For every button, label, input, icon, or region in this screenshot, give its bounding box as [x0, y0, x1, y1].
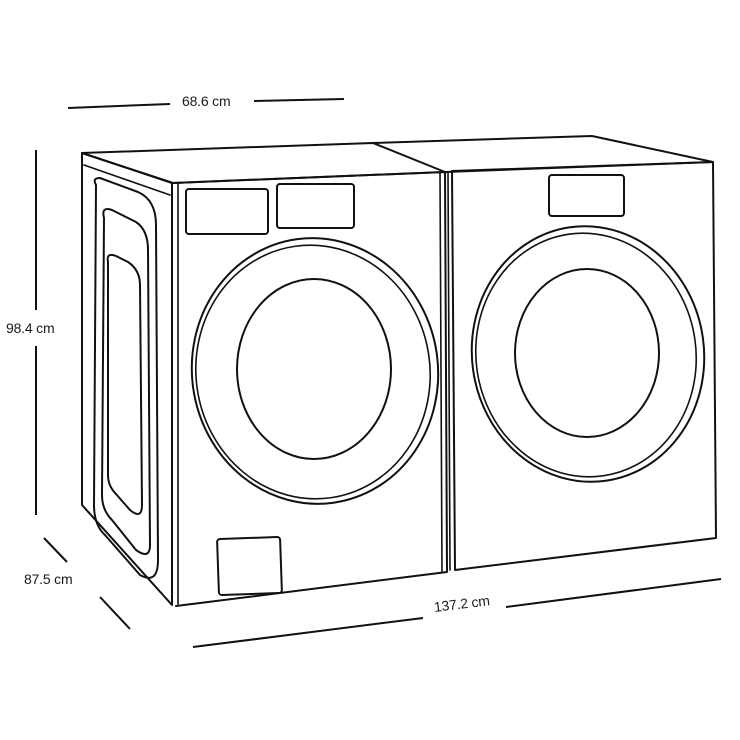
- washer-side-edge: [83, 164, 171, 196]
- washer-side: [81, 152, 173, 606]
- depth-label: 87.5 cm: [24, 571, 73, 587]
- washer-right-edge: [439, 172, 443, 573]
- dryer-left-edge: [447, 171, 451, 571]
- dryer-control-panel: [548, 174, 625, 217]
- dryer-door-outer: [470, 225, 706, 483]
- washer: [81, 142, 448, 607]
- depth-dim-line-top: [43, 537, 68, 563]
- washer-filter-panel: [216, 536, 283, 596]
- washer-door-glass: [236, 278, 392, 460]
- width-single-label: 68.6 cm: [182, 93, 231, 109]
- width-dim-line-left: [67, 103, 171, 109]
- washer-control-panel-right: [276, 183, 355, 229]
- washer-control-panel-left: [185, 188, 269, 235]
- dimension-lines: [35, 98, 722, 648]
- washer-top: [81, 142, 446, 184]
- dryer-top: [372, 135, 714, 173]
- washer-side-panel-middle: [101, 208, 151, 555]
- dryer: [372, 135, 717, 571]
- depth-dim-line-bottom: [99, 596, 131, 630]
- total-width-dim-line-left: [192, 617, 424, 648]
- total-width-dim-line-right: [505, 578, 722, 608]
- height-label: 98.4 cm: [6, 320, 55, 336]
- washer-front: [172, 171, 448, 607]
- dryer-door-rim: [474, 232, 698, 478]
- width-dim-line-right: [253, 98, 345, 102]
- washer-door-rim: [194, 244, 432, 500]
- washer-side-panel-outer: [93, 177, 159, 579]
- washer-door-outer: [190, 237, 440, 505]
- washer-side-panel-inner: [106, 253, 143, 515]
- dryer-door-glass: [514, 268, 660, 438]
- dryer-front: [451, 161, 717, 571]
